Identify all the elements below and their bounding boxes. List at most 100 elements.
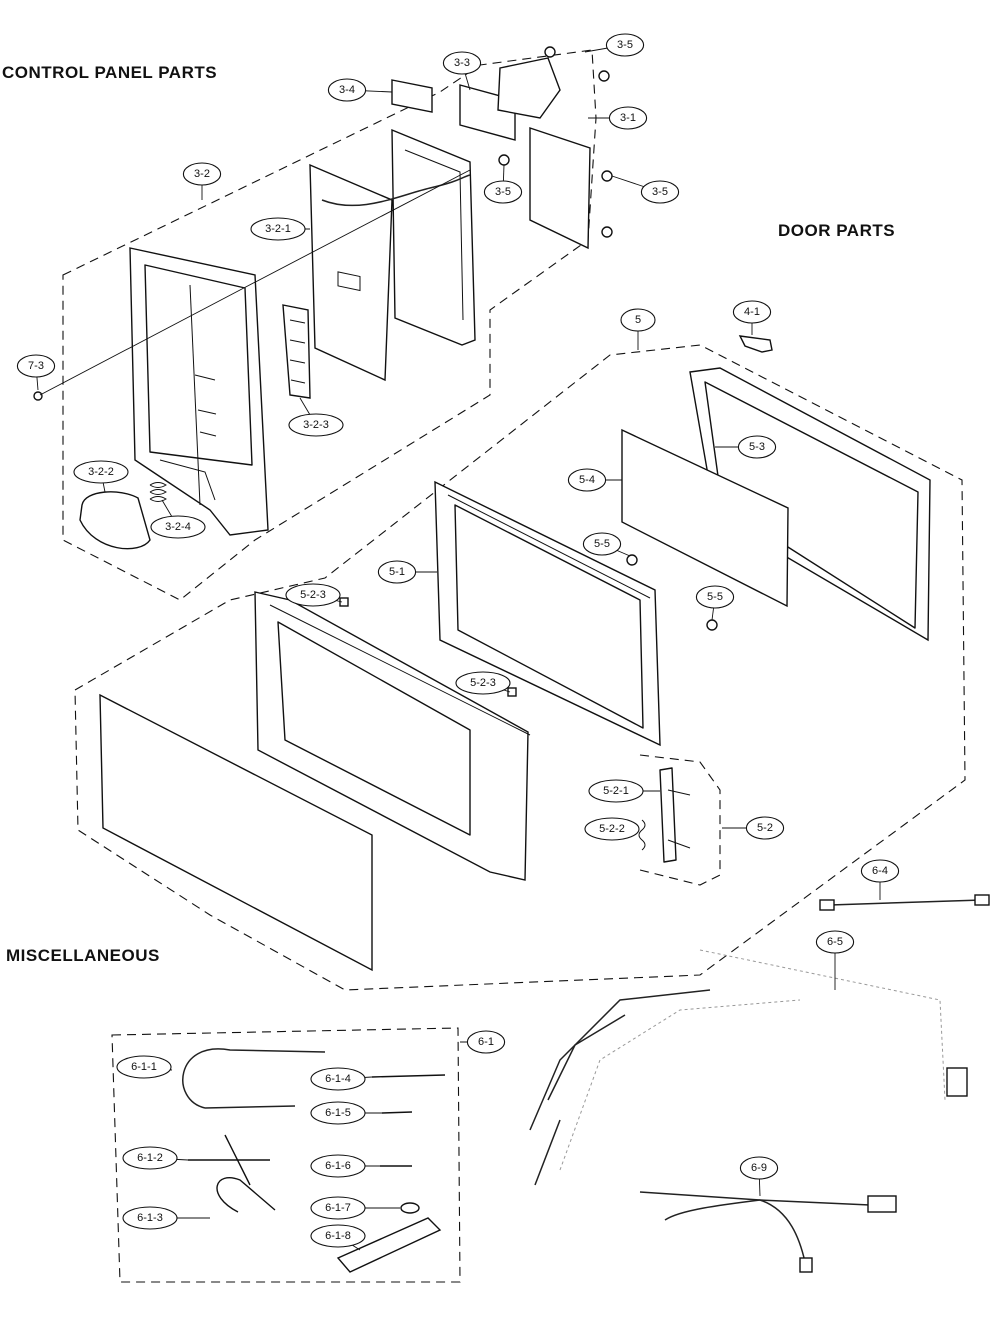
part-door-panel [434, 480, 661, 747]
callout-6-1-3: 6-1-3 [122, 1206, 210, 1230]
callout-bubble [584, 817, 640, 841]
part-long-screw [371, 1074, 446, 1078]
callout-3-1: 3-1 [588, 106, 648, 130]
callout-bubble [73, 460, 129, 484]
part-latch-spring [638, 819, 646, 851]
callout-bubble [122, 1146, 178, 1170]
part-membrane-switch [309, 163, 393, 382]
part-washer [400, 1202, 420, 1214]
callout-bubble [377, 560, 417, 584]
callout-label: 6-1-8 [325, 1230, 351, 1242]
callout-6-5: 6-5 [815, 930, 855, 990]
callout-bubble [605, 33, 645, 57]
callout-3-2-2: 3-2-2 [73, 460, 129, 493]
callout-bubble [483, 180, 523, 204]
callout-6-9: 6-9 [739, 1156, 779, 1197]
callout-label: 5 [635, 314, 641, 326]
screw-icon-group-control-panel [33, 46, 613, 401]
callout-label: 5-2-3 [300, 589, 326, 601]
callout-5-5: 5-5 [695, 585, 735, 621]
part-wire-harness-6-9 [639, 1191, 897, 1273]
part-control-unit-frame [391, 128, 476, 346]
part-door-button [79, 491, 151, 550]
callout-label: 3-2-1 [265, 223, 291, 235]
callout-5-2-3: 5-2-3 [455, 671, 511, 695]
callout-5-3: 5-3 [715, 435, 777, 459]
callout-bubble [695, 585, 735, 609]
part-control-panel-frame [129, 247, 269, 536]
part-toggle-bolt [188, 1134, 270, 1186]
callout-6-4: 6-4 [860, 859, 900, 900]
callout-label: 3-3 [454, 57, 470, 69]
heading-miscellaneous: MISCELLANEOUS [6, 946, 160, 965]
callout-bubble [327, 78, 367, 102]
callout-6-1-8: 6-1-8 [310, 1224, 366, 1251]
callout-label: 5-5 [594, 538, 610, 550]
callout-bubble [285, 583, 341, 607]
callout-3-3: 3-3 [442, 51, 482, 91]
callout-label: 6-1-7 [325, 1202, 351, 1214]
callout-label: 5-3 [749, 441, 765, 453]
part-door-front-panel [99, 693, 373, 972]
group-outline-control-panel [62, 49, 597, 601]
callout-5-2-1: 5-2-1 [588, 779, 660, 803]
callout-label: 3-2-4 [165, 521, 191, 533]
callout-3-2-1: 3-2-1 [250, 217, 310, 241]
callout-label: 3-5 [652, 186, 668, 198]
callout-3-5: 3-5 [584, 33, 645, 57]
callout-label: 5-1 [389, 566, 405, 578]
part-spring [149, 482, 167, 502]
part-hook [216, 1177, 276, 1213]
callout-bubble [310, 1196, 366, 1220]
callout-label: 6-9 [751, 1162, 767, 1174]
callout-bubble [620, 308, 656, 332]
callout-label: 6-1-1 [131, 1061, 157, 1073]
callout-6-1-7: 6-1-7 [310, 1196, 400, 1220]
callout-bubble [310, 1154, 366, 1178]
part-wire-harness [529, 949, 968, 1186]
callout-bubble [737, 435, 777, 459]
callout-bubble [815, 930, 855, 954]
callout-5: 5 [620, 308, 656, 350]
callout-5-2-3: 5-2-3 [285, 583, 343, 607]
callout-5-1: 5-1 [377, 560, 437, 584]
part-door-glass [621, 428, 789, 608]
callout-bubble [582, 532, 622, 556]
callout-bubble [310, 1224, 366, 1248]
part-relay-unit [497, 57, 561, 119]
callout-3-5: 3-5 [611, 175, 680, 204]
callout-label: 6-1-4 [325, 1073, 351, 1085]
callout-label: 6-1-6 [325, 1160, 351, 1172]
callout-3-2-3: 3-2-3 [288, 397, 344, 437]
callout-3-2-4: 3-2-4 [150, 499, 206, 539]
callout-6-1-2: 6-1-2 [122, 1146, 189, 1170]
callout-bubble [466, 1030, 506, 1054]
callout-label: 3-1 [620, 112, 636, 124]
callout-bubble [455, 671, 511, 695]
callout-label: 3-5 [495, 186, 511, 198]
callout-5-2: 5-2 [722, 816, 785, 840]
group-outline-door [74, 344, 966, 991]
callout-label: 6-1-3 [137, 1212, 163, 1224]
callout-label: 6-1 [478, 1036, 494, 1048]
callout-bubble [16, 354, 56, 378]
callout-label: 6-4 [872, 865, 888, 877]
part-cord [182, 1048, 326, 1109]
callout-label: 6-1-2 [137, 1152, 163, 1164]
callout-5-2-2: 5-2-2 [584, 817, 640, 841]
callout-label: 3-5 [617, 39, 633, 51]
callout-bubble [310, 1101, 366, 1125]
part-jumper-wire [819, 894, 990, 911]
callout-label: 5-2 [757, 822, 773, 834]
callout-bubble [739, 1156, 779, 1180]
callout-bubble [122, 1206, 178, 1230]
callout-label: 6-5 [827, 936, 843, 948]
callout-bubble [745, 816, 785, 840]
part-control-pcb [529, 127, 591, 250]
heading-door-parts: DOOR PARTS [778, 221, 895, 240]
callout-label: 3-2 [194, 168, 210, 180]
group-outline-misc-6-1 [111, 1027, 461, 1283]
callout-bubble [640, 180, 680, 204]
